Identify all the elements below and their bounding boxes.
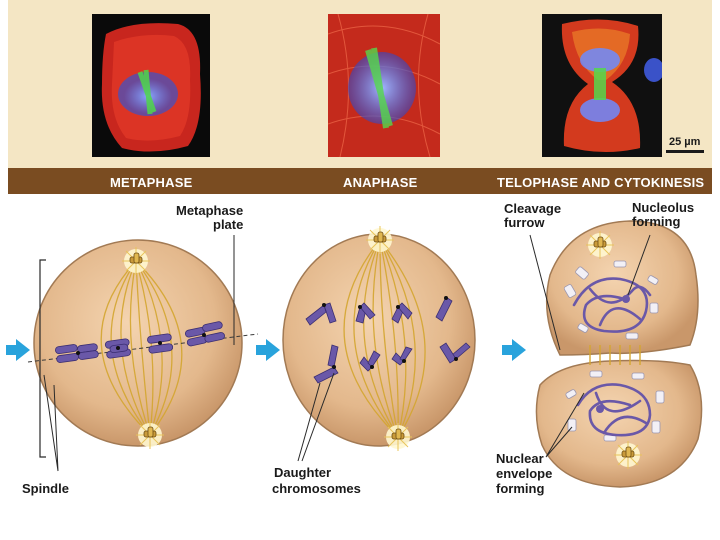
telophase-micrograph (542, 14, 662, 157)
cleavage-furrow-label-2: furrow (504, 216, 544, 230)
nuclear-envelope-label-3: forming (496, 482, 544, 496)
metaphase-plate-label-1: Metaphase (176, 204, 243, 218)
telophase-title: TELOPHASE AND CYTOKINESIS (497, 175, 704, 190)
telophase-cells (536, 221, 701, 487)
arrow-icon (256, 339, 280, 361)
nucleolus-forming-label-2: forming (632, 215, 680, 229)
nuclear-envelope-label-2: envelope (496, 467, 552, 481)
scale-bar (666, 150, 704, 153)
metaphase-micrograph (92, 14, 210, 157)
metaphase-cell (28, 240, 258, 449)
daughter-chromosomes-label-2: chromosomes (272, 482, 361, 496)
daughter-chromosomes-label-1: Daughter (274, 466, 331, 480)
arrow-icon (502, 339, 526, 361)
cleavage-furrow-label-1: Cleavage (504, 202, 561, 216)
nucleolus-forming-label-1: Nucleolus (632, 201, 694, 215)
scale-bar-label: 25 µm (669, 136, 700, 148)
spindle-label: Spindle (22, 482, 69, 496)
nuclear-envelope-label-1: Nuclear (496, 452, 544, 466)
anaphase-title: ANAPHASE (343, 175, 418, 190)
anaphase-cell (283, 226, 475, 451)
arrow-icon (6, 339, 30, 361)
anaphase-micrograph (328, 14, 440, 157)
metaphase-plate-label-2: plate (213, 218, 243, 232)
metaphase-title: METAPHASE (110, 175, 192, 190)
